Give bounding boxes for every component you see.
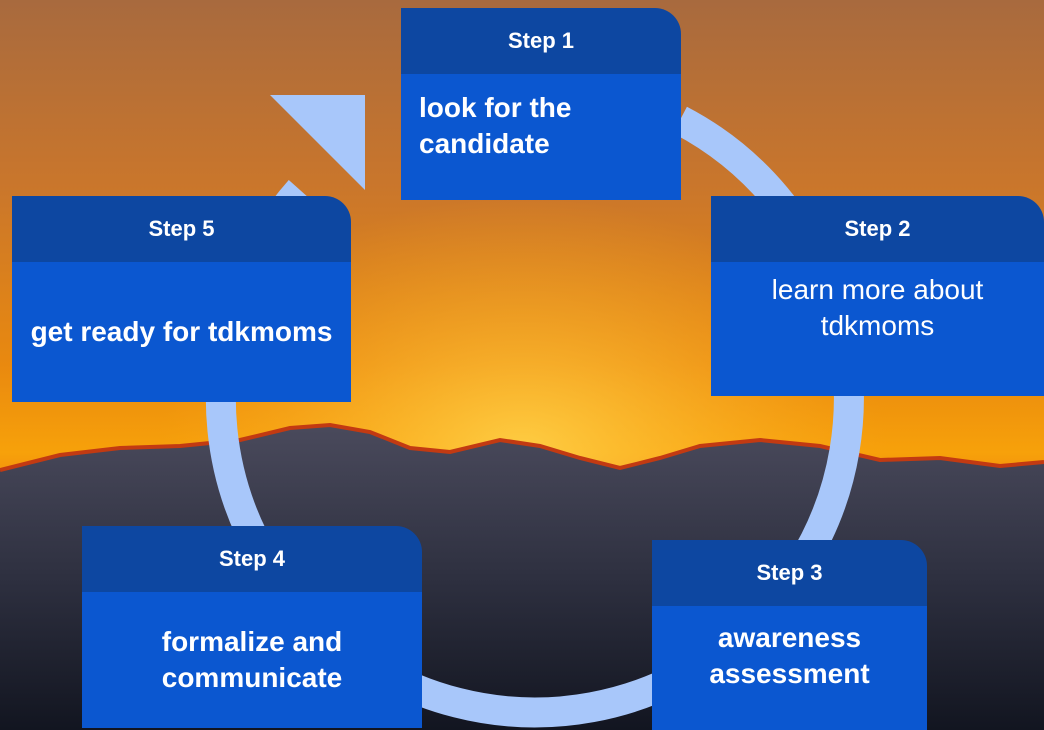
step-3-text: awareness assessment [652,606,927,730]
step-2-text: learn more about tdkmoms [711,262,1044,396]
step-2-header: Step 2 [711,196,1044,262]
step-2-card: Step 2 learn more about tdkmoms [711,196,1044,396]
step-5-card: Step 5 get ready for tdkmoms [12,196,351,402]
step-1-text: look for the candidate [401,74,681,200]
step-1-card: Step 1 look for the candidate [401,8,681,200]
step-1-header: Step 1 [401,8,681,74]
arrow-head-icon [270,95,365,190]
step-5-text: get ready for tdkmoms [12,262,351,402]
step-4-text: formalize and communicate [82,592,422,728]
step-4-card: Step 4 formalize and communicate [82,526,422,728]
step-3-card: Step 3 awareness assessment [652,540,927,730]
step-3-header: Step 3 [652,540,927,606]
step-4-header: Step 4 [82,526,422,592]
step-5-header: Step 5 [12,196,351,262]
